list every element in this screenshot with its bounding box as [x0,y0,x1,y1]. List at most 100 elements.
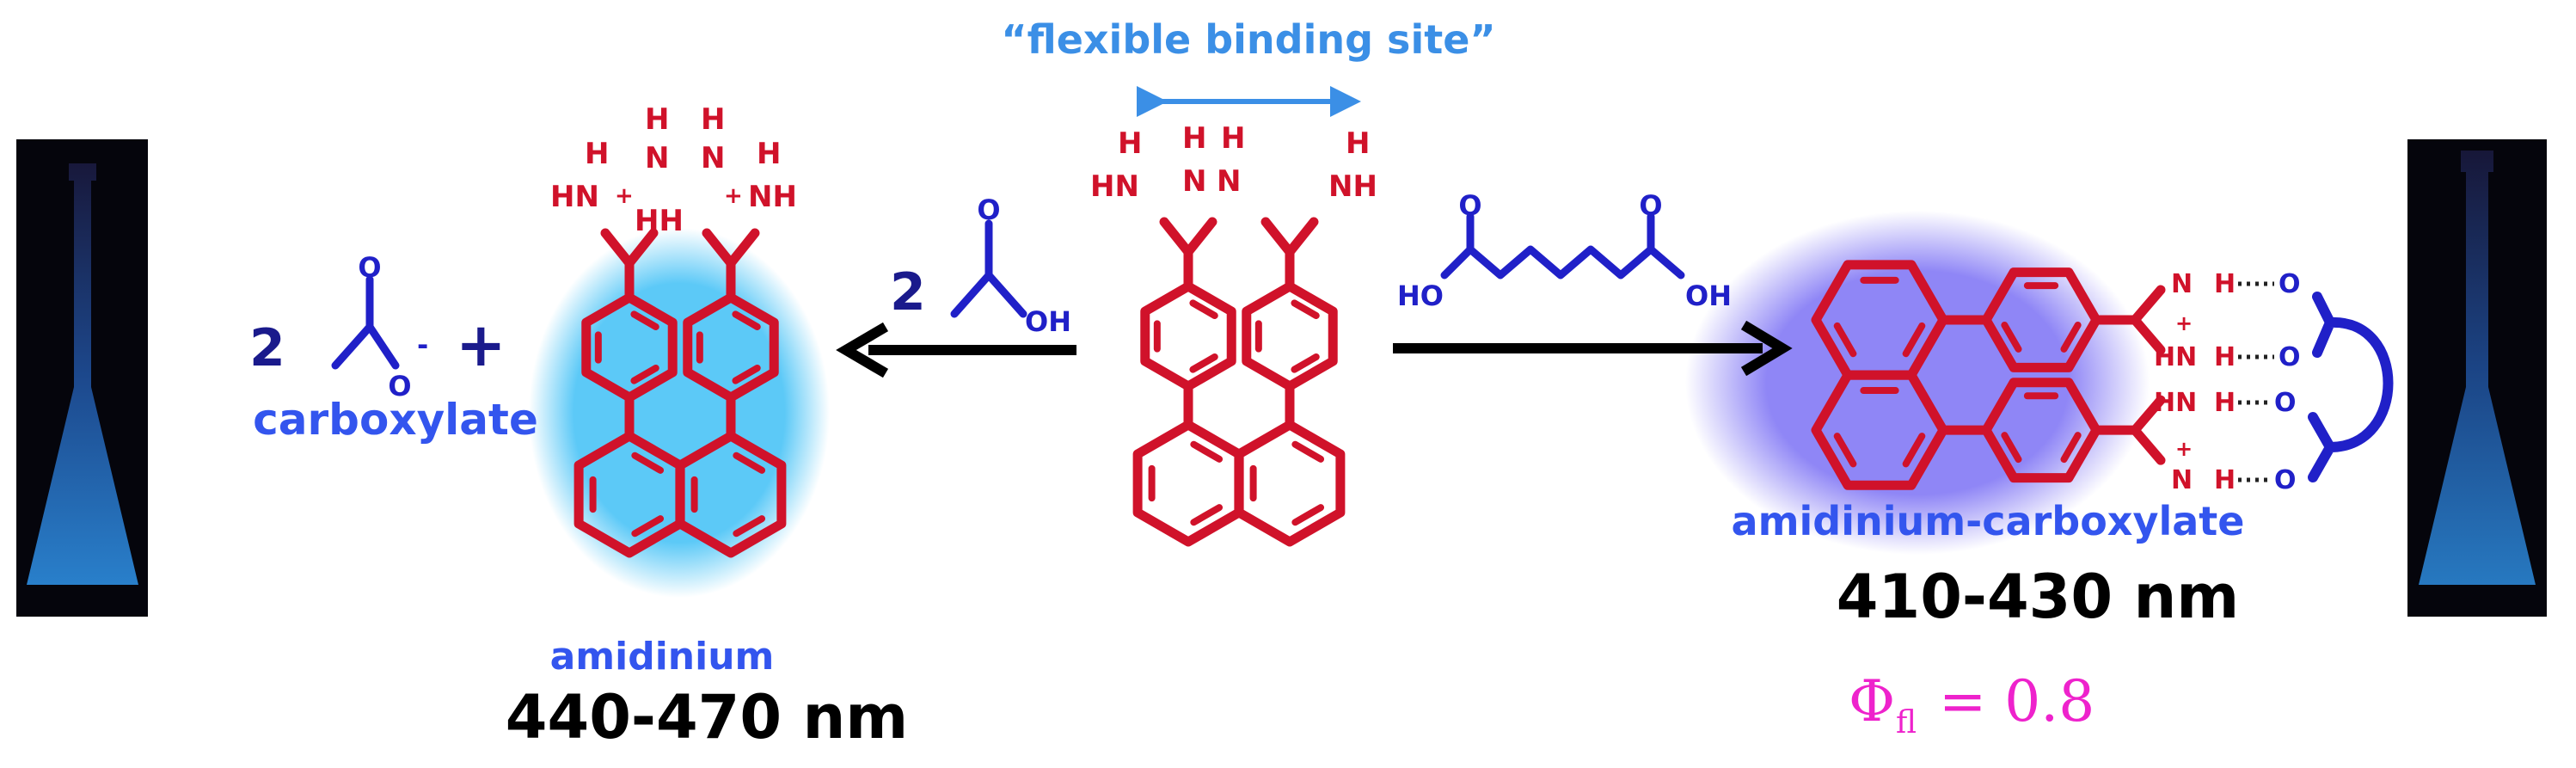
atom-label: N [1182,164,1206,199]
atom-label: O [2274,465,2297,495]
amidinium-emission-wavelength: 440-470 nm [506,682,908,753]
phi-symbol: Φ [1849,668,1895,734]
aromatic-ring [581,292,678,402]
hydroxyl-label: HO [1397,280,1444,312]
atom-label: NH [748,180,797,214]
complex-hydrogen-bond-labels: N H HN H HN H N H + + O O O O [2154,269,2301,495]
bond [600,228,635,268]
bond [2130,285,2166,325]
atom-label: N [2171,465,2193,495]
aromatic-ring [1140,281,1236,391]
bond [2130,315,2166,355]
atom-label: HN [1090,169,1139,204]
atom-label: H [645,102,669,137]
double-bond [733,452,766,474]
bond [1260,217,1295,257]
atom-label: O [977,194,1000,226]
aromatic-ring [1811,370,1948,490]
double-bond [1291,440,1325,463]
aromatic-ring [1981,378,2101,483]
left-arrow-head [836,322,889,378]
double-bond [1291,504,1325,526]
acetic-acid-structure [950,219,1027,318]
negative-charge: - [417,329,428,361]
bond [702,228,736,268]
atom-label: H [2214,388,2236,418]
bond [1159,217,1193,257]
charge-label: + [724,183,743,209]
double-bond [2060,432,2082,464]
amidinium-molecule [573,228,787,558]
left-vial-photo [16,139,148,617]
double-bond [630,365,659,384]
double-bond [733,515,766,538]
carboxylate-label: carboxylate [253,395,538,445]
atom-label: H [1346,126,1370,161]
title-flexible-binding-site: “flexible binding site” [1001,16,1495,63]
adipic-acid-structure [1440,212,1685,280]
atom-label: O [2274,388,2297,418]
charge-label: + [615,183,634,209]
atom-label: O [1458,189,1481,222]
atom-label: H [1182,121,1206,156]
double-bond [1190,504,1224,526]
quantum-yield: Φ fl = 0.8 [1849,668,2095,740]
double-bond [630,310,659,330]
atom-label: HN [2154,342,2197,372]
bond [1183,217,1217,257]
atom-label: HH [635,204,684,238]
amidinium-carboxylate-complex [1811,260,2166,490]
double-bond [2001,432,2022,464]
hydrogen-bond-dots [2238,281,2274,482]
double-bond [1291,353,1320,373]
amidinium-label: amidinium [550,635,775,679]
atom-label: H [757,137,781,171]
double-bond [1291,299,1320,319]
amidinium-atom-labels: H HN + H N HH H N + H NH [550,102,797,238]
bond [726,228,760,268]
double-bond [1189,299,1218,319]
charge-label: + [2175,311,2193,335]
double-bond [1833,433,1857,468]
double-bond [1190,440,1224,463]
atom-label: O [388,370,411,402]
atom-label: N [645,141,669,175]
atom-label: H [2214,465,2236,495]
double-bond [1833,322,1857,358]
double-bond [2060,321,2082,353]
acetate-structure [331,275,400,370]
acetate-coefficient: 2 [249,318,285,378]
plus-sign: + [456,310,506,380]
double-bond [631,452,665,474]
complex-emission-wavelength: 410-430 nm [1837,562,2239,632]
atom-label: O [1639,189,1662,222]
aromatic-ring [675,431,787,558]
atom-label: H [2214,269,2236,299]
atom-label: HN [550,180,599,214]
atom-label: H [701,102,725,137]
aromatic-ring [1242,281,1338,391]
dicarboxylate-linker [2308,292,2394,482]
right-arrow-head [1740,320,1793,377]
hydroxyl-label: OH [1685,280,1732,312]
double-bond [1189,353,1218,373]
atom-label: O [2279,269,2301,299]
acetic-acid-coefficient: 2 [890,262,926,323]
amidinium-fluorescence-glow [529,228,830,598]
diamidine-molecule [1132,217,1346,547]
double-bond [2001,321,2022,353]
hydroxyl-label: OH [1025,305,1071,338]
bond [1285,217,1319,257]
atom-label: N [1217,164,1241,199]
atom-label: H [585,137,609,171]
atom-label: N [701,141,725,175]
bond [624,228,659,268]
bond [2130,425,2166,465]
charge-label: + [2175,437,2193,461]
aromatic-ring [1981,267,2101,372]
atom-label: H [1118,126,1142,161]
atom-label: H [1221,121,1245,156]
atom-label: N [2171,269,2193,299]
bond [2130,395,2166,435]
double-bond [732,365,761,384]
